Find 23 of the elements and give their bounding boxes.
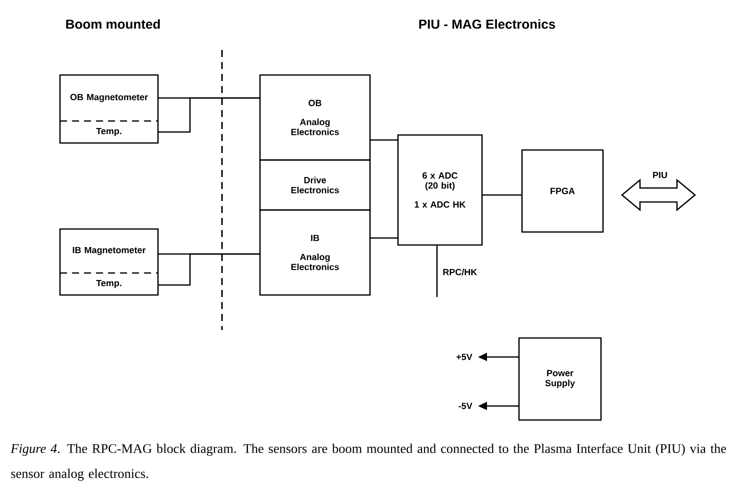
sensor-box: Temp. [59, 273, 159, 296]
edge-label: +5V [455, 352, 474, 362]
edge-label: RPC/HK [442, 268, 478, 276]
caption: Figure 4. The RPC-MAG block diagram. The sensors are boom mounted and connected to the Plasma Interface Unit (PIU) via the sensor analog electronics. [10, 444, 726, 481]
connector [158, 253, 260, 286]
interface-label: PIU [653, 172, 667, 178]
adc-box: 6 x ADC (20 bit) 1 x ADC HK [397, 134, 483, 246]
sensor-box: IB Magnetometer [59, 228, 159, 274]
fpga-box: FPGA [521, 149, 604, 233]
edge-label: -5V [457, 402, 474, 410]
power-supply-box: Power Supply [518, 337, 602, 421]
sensor-box: Temp. [59, 121, 159, 144]
connector [370, 237, 398, 239]
electronics-box: Drive Electronics [259, 159, 371, 211]
electronics-box: IB Analog Electronics [259, 209, 371, 296]
connector [370, 139, 398, 141]
heading: Boom mounted [66, 19, 160, 29]
connector [482, 194, 522, 196]
heading: PIU - MAG Electronics [419, 19, 556, 29]
connector [436, 245, 438, 297]
sensor-box: OB Magnetometer [59, 74, 159, 122]
connector [158, 97, 260, 133]
electronics-box: OB Analog Electronics [259, 74, 371, 161]
